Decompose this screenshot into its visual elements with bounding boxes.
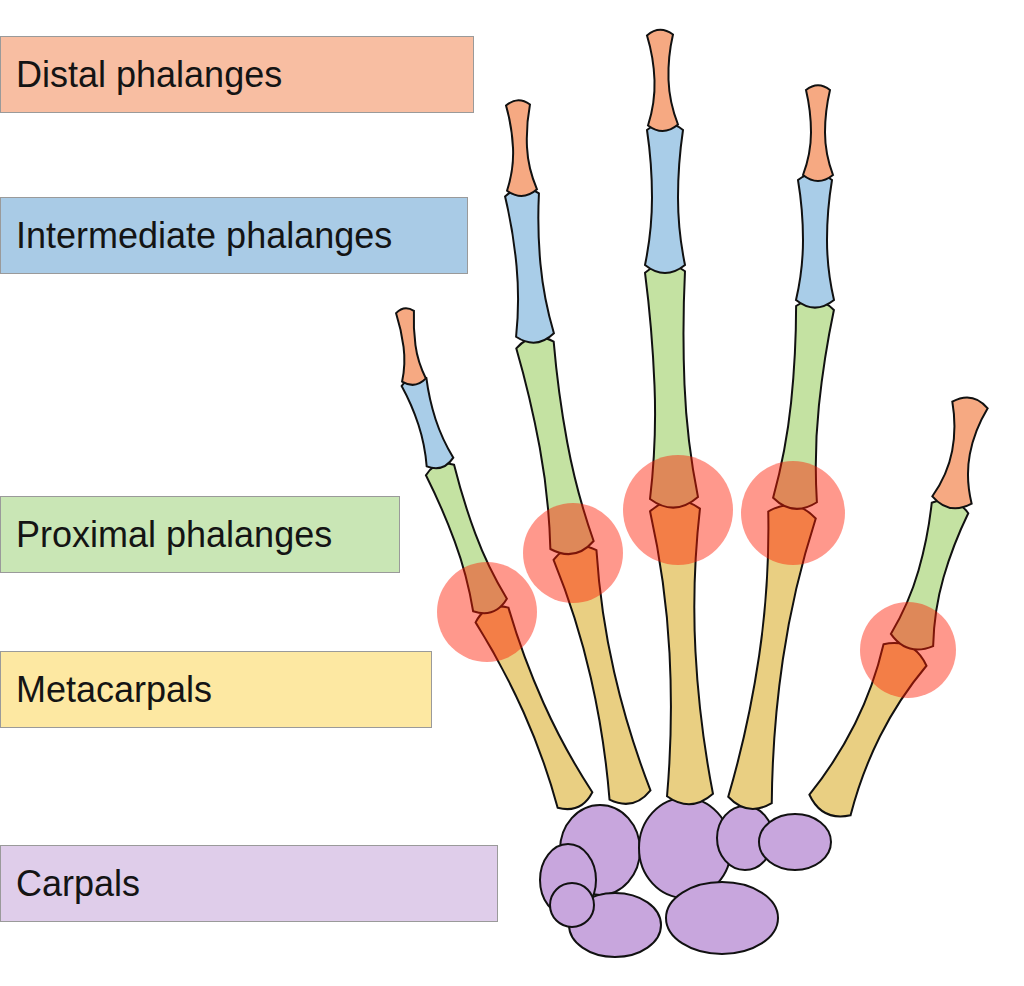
label-box: Intermediate phalanges — [0, 197, 468, 274]
label-box: Carpals — [0, 845, 498, 922]
carpal-bone — [759, 814, 831, 870]
joint-highlight — [437, 562, 537, 662]
bone — [393, 307, 427, 386]
joint-highlights — [437, 455, 956, 698]
joint-highlight — [623, 455, 733, 565]
bone — [931, 394, 991, 511]
carpal-bone — [550, 883, 594, 927]
bone — [503, 100, 537, 197]
carpal-bones — [540, 798, 831, 957]
label-text: Carpals — [1, 863, 140, 905]
label-box: Proximal phalanges — [0, 496, 400, 573]
bone — [796, 173, 834, 307]
label-box: Distal phalanges — [0, 36, 474, 113]
label-text: Metacarpals — [1, 669, 212, 711]
label-text: Proximal phalanges — [1, 514, 332, 556]
bone — [502, 186, 554, 344]
bone — [399, 373, 455, 472]
label-box: Metacarpals — [0, 651, 432, 728]
finger-bones — [393, 29, 991, 824]
carpal-bone — [666, 882, 778, 954]
bone — [803, 85, 833, 181]
bone — [645, 123, 685, 273]
joint-highlight — [860, 602, 956, 698]
label-text: Intermediate phalanges — [1, 215, 392, 257]
bone — [645, 29, 678, 131]
label-text: Distal phalanges — [1, 54, 282, 96]
joint-highlight — [523, 503, 623, 603]
joint-highlight — [741, 461, 845, 565]
